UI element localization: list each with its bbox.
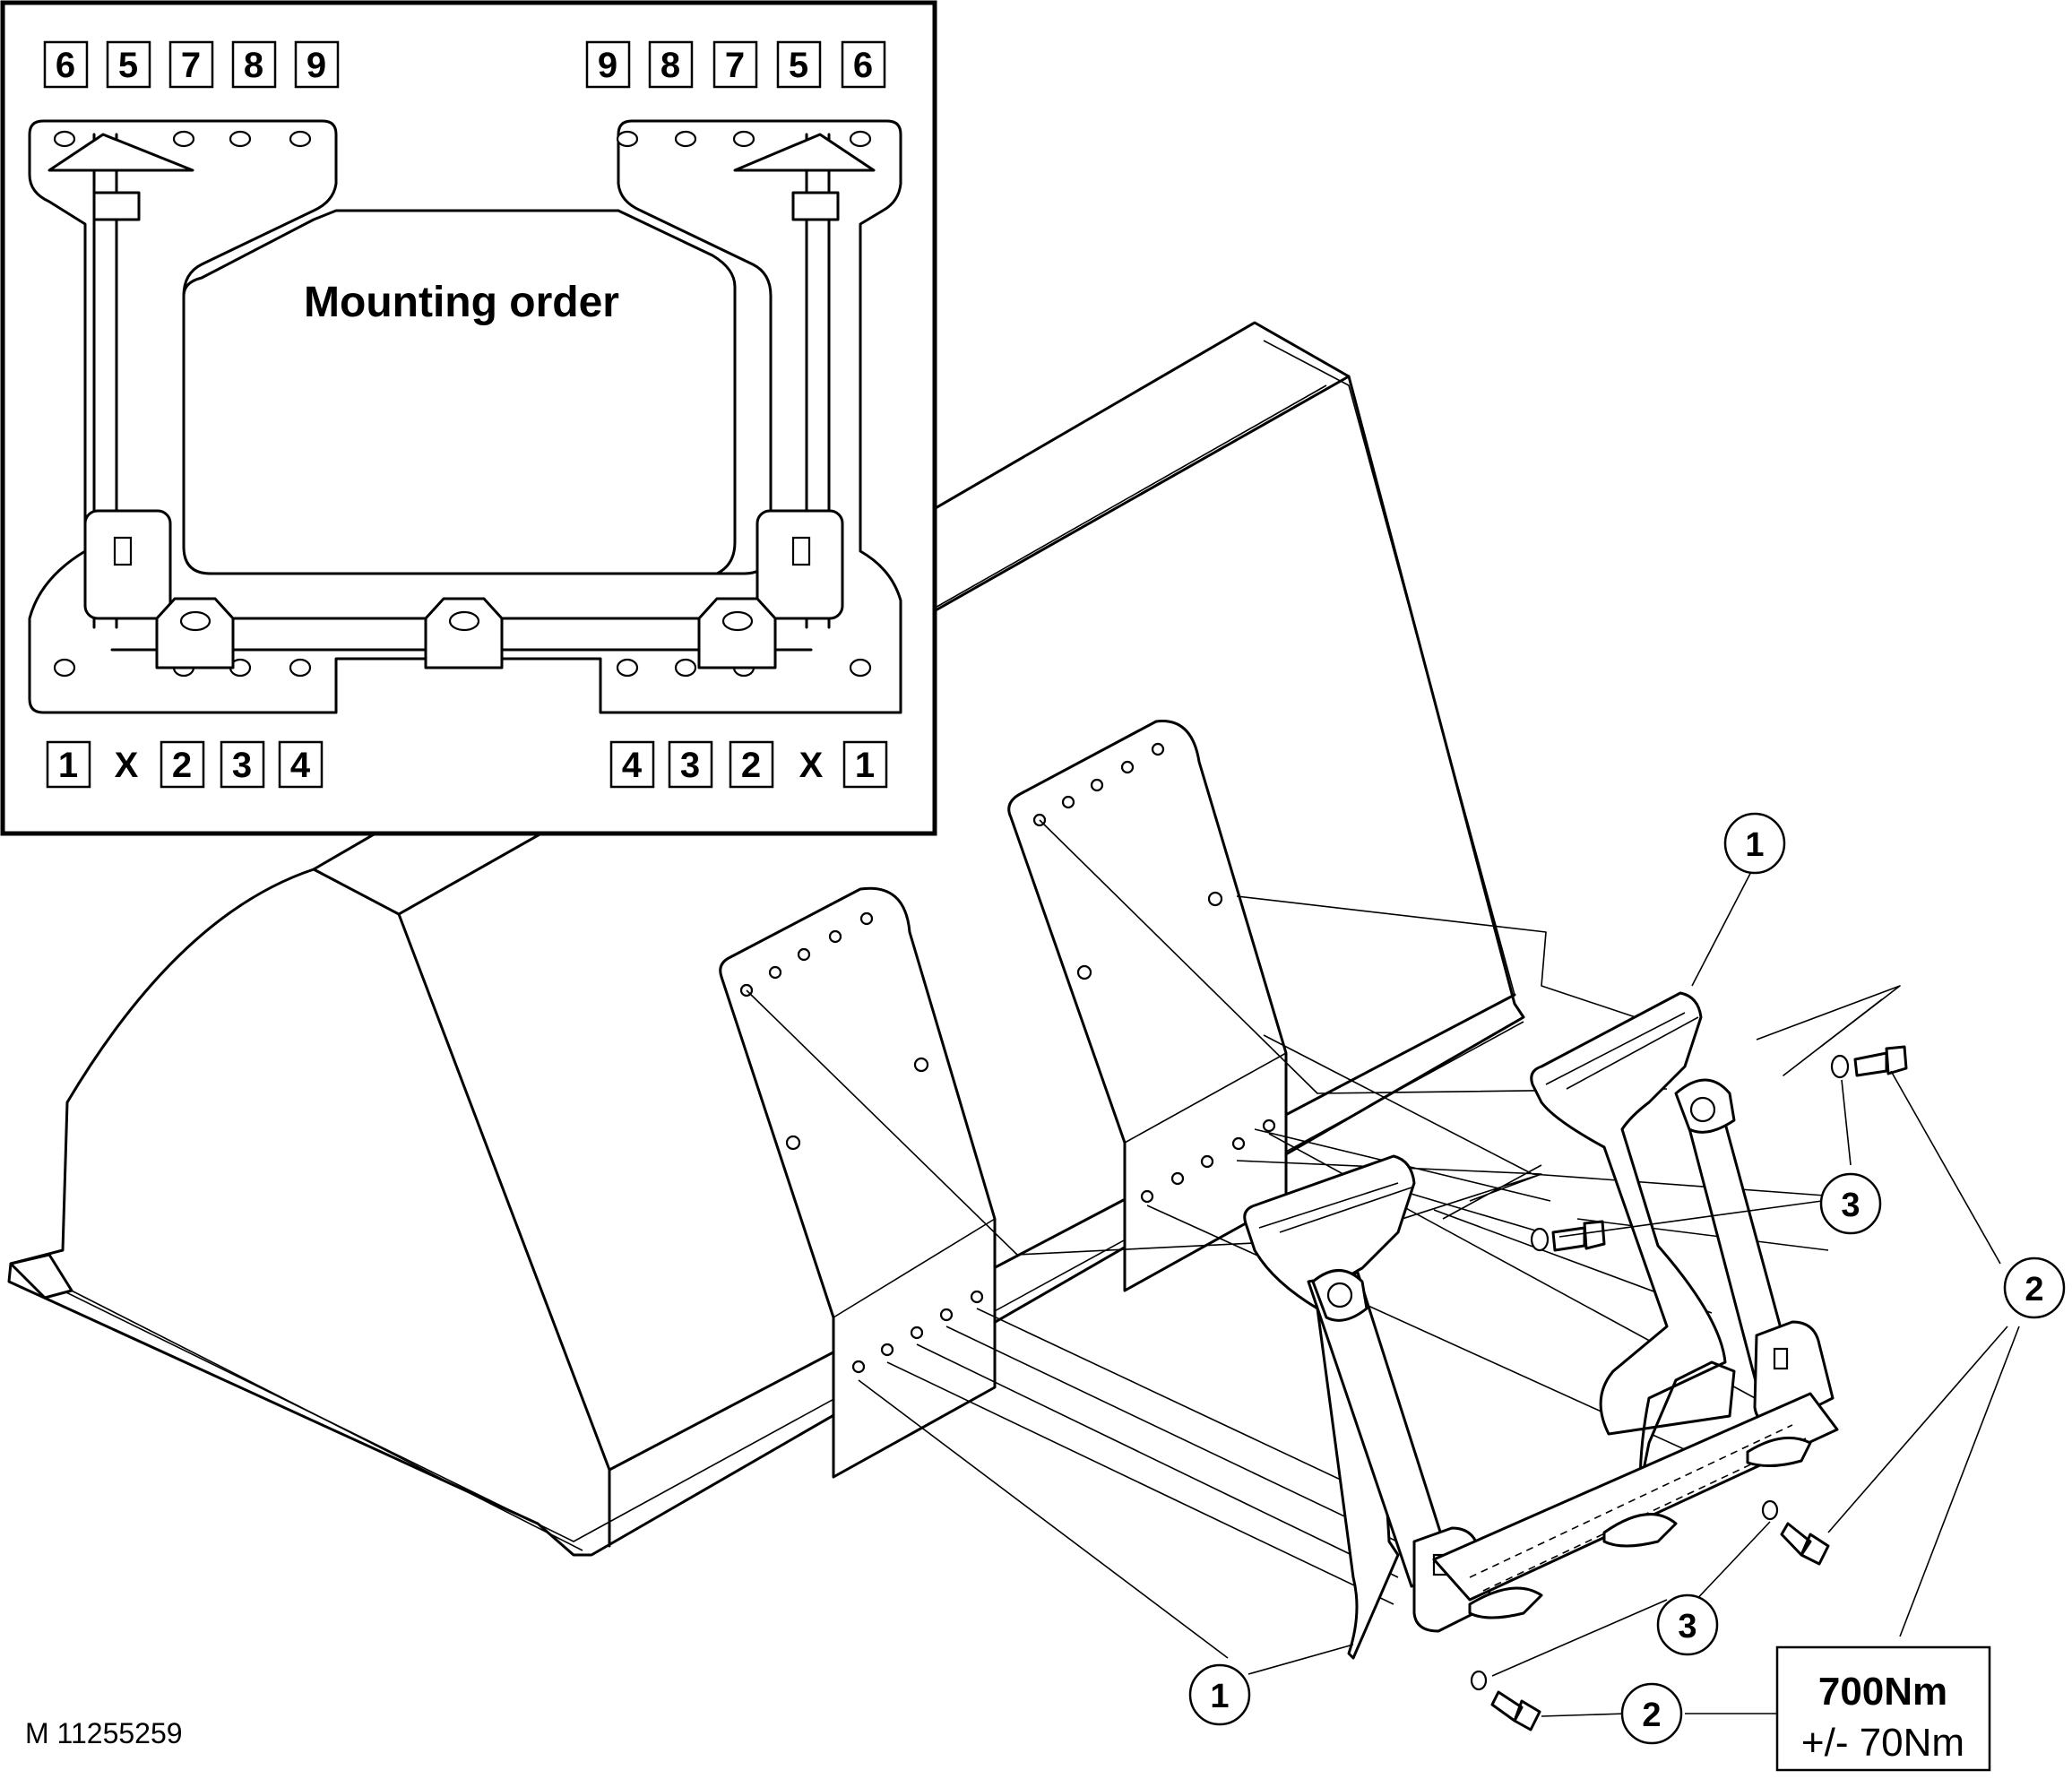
inset-title: Mounting order xyxy=(304,279,619,326)
bucket-lip-2 xyxy=(53,1281,583,1551)
mounting-order-inset: Mounting order 6 5 7 8 9 9 8 7 5 6 xyxy=(0,0,937,836)
svg-text:9: 9 xyxy=(306,46,326,85)
bucket-plate-right-joint xyxy=(1124,1052,1287,1144)
leader-bolt-right-c xyxy=(1899,1326,2020,1637)
inset-hook-right xyxy=(697,597,777,669)
svg-text:6: 6 xyxy=(853,46,873,85)
svg-text:1: 1 xyxy=(855,746,875,785)
coupler-lower-hook-left xyxy=(1468,1586,1543,1619)
coupler-right-pin-hole xyxy=(1689,1096,1716,1123)
svg-text:8: 8 xyxy=(244,46,263,85)
inset-inner-panel xyxy=(182,209,737,575)
svg-text:7: 7 xyxy=(181,46,201,85)
washer-bottom xyxy=(1470,1670,1488,1691)
inset-right-slot xyxy=(791,536,811,566)
callout-washer-lower: 3 xyxy=(1656,1593,1719,1656)
callout-bolt-lower: 2 xyxy=(1620,1682,1683,1745)
coupler-right-plate xyxy=(1530,991,1736,1490)
leader-washer-lower-2 xyxy=(1691,1521,1771,1605)
sequence-bottom-right: 4 3 2 X 1 xyxy=(609,740,888,789)
bucket-plate-right-holes xyxy=(1032,742,1276,1204)
callout-frame-upper: 1 xyxy=(1723,812,1786,875)
svg-text:9: 9 xyxy=(598,46,617,85)
coupler-frame xyxy=(746,819,1901,1660)
torque-tolerance: +/- 70Nm xyxy=(1801,1721,1964,1765)
sequence-bottom-left: 1 X 2 3 4 xyxy=(46,740,324,789)
bolt-lower-right xyxy=(1780,1522,1830,1566)
leader-washer-upper xyxy=(1841,1079,1852,1166)
svg-text:8: 8 xyxy=(660,46,680,85)
inset-hook-mid xyxy=(424,597,504,669)
svg-text:2: 2 xyxy=(741,746,761,785)
callout-bolt-right-label: 2 xyxy=(2025,1271,2043,1308)
svg-text:3: 3 xyxy=(680,746,700,785)
callout-frame-lower: 1 xyxy=(1188,1663,1251,1726)
bucket-crease xyxy=(1263,340,1515,996)
sequence-top-right: 9 8 7 5 6 xyxy=(585,40,886,89)
inset-left-block xyxy=(92,191,141,221)
coupler-lower-hook-right xyxy=(1746,1436,1812,1467)
inset-top-holes xyxy=(53,130,872,148)
bucket-plate-right xyxy=(1007,720,1288,1292)
bucket xyxy=(7,321,1525,1557)
coupler-lower-hook-mid xyxy=(1602,1513,1678,1548)
leader-bolt-lower xyxy=(1541,1713,1627,1717)
svg-text:3: 3 xyxy=(232,746,252,785)
bolt-bottom xyxy=(1490,1690,1541,1732)
bucket-cutting-edge-tip xyxy=(9,1253,73,1300)
leader-bolt-right-a xyxy=(1890,1070,2001,1265)
sequence-top-left: 6 5 7 8 9 xyxy=(43,40,340,89)
figure-id: M 11255259 xyxy=(25,1717,183,1749)
inset-left-hook xyxy=(47,133,194,172)
svg-text:X: X xyxy=(115,746,139,785)
leader-frame-upper xyxy=(1691,864,1756,987)
svg-text:2: 2 xyxy=(172,746,192,785)
leader-washer-middle xyxy=(1558,1200,1823,1238)
coupler-right-rails xyxy=(1545,1012,1699,1090)
leader-frame-lower xyxy=(1248,1644,1354,1675)
callout-frame-lower-label: 1 xyxy=(1210,1678,1229,1715)
inset-hook-left xyxy=(155,597,235,669)
callout-washer-lower-label: 3 xyxy=(1678,1608,1696,1645)
bucket-plate-left-joint xyxy=(833,1218,996,1318)
fasteners xyxy=(1470,1045,1908,1732)
washer-middle xyxy=(1530,1227,1550,1252)
washer-lower-right xyxy=(1761,1499,1779,1521)
svg-text:7: 7 xyxy=(725,46,745,85)
bucket-floor xyxy=(608,993,1516,1472)
leader-bolt-right-b xyxy=(1827,1326,2008,1533)
svg-text:4: 4 xyxy=(622,746,643,785)
coupler-crossbar xyxy=(1432,1392,1839,1602)
callout-frame-upper-label: 1 xyxy=(1745,826,1764,864)
coupler-left-pin-hole xyxy=(1326,1282,1353,1308)
bolt-middle xyxy=(1551,1220,1606,1252)
leader-washer-lower xyxy=(1491,1599,1668,1677)
torque-box: 700Nm +/- 70Nm xyxy=(1775,1645,1991,1772)
bucket-plate-left xyxy=(719,886,997,1479)
washer-upper-right xyxy=(1830,1054,1850,1079)
svg-text:5: 5 xyxy=(118,46,138,85)
coupler-left-rails xyxy=(1258,1182,1412,1233)
svg-text:X: X xyxy=(799,746,824,785)
bolt-upper-right xyxy=(1853,1045,1908,1077)
callout-washer-upper-label: 3 xyxy=(1841,1187,1860,1224)
svg-text:6: 6 xyxy=(56,46,75,85)
callout-washer-upper: 3 xyxy=(1819,1172,1882,1235)
inset-left-slot xyxy=(113,536,133,566)
bucket-rear-line xyxy=(931,384,1327,610)
callout-bolt-lower-label: 2 xyxy=(1642,1697,1661,1734)
inset-right-hook xyxy=(733,133,876,172)
svg-text:5: 5 xyxy=(789,46,808,85)
torque-value: 700Nm xyxy=(1818,1670,1947,1714)
bucket-plate-left-holes xyxy=(739,911,984,1374)
coupler-right-slot xyxy=(1773,1347,1789,1370)
svg-text:1: 1 xyxy=(58,746,78,785)
callout-bolt-right: 2 xyxy=(2003,1257,2066,1319)
callout-leaders xyxy=(1248,864,2020,1717)
svg-text:4: 4 xyxy=(290,746,311,785)
inset-right-block xyxy=(791,191,840,221)
